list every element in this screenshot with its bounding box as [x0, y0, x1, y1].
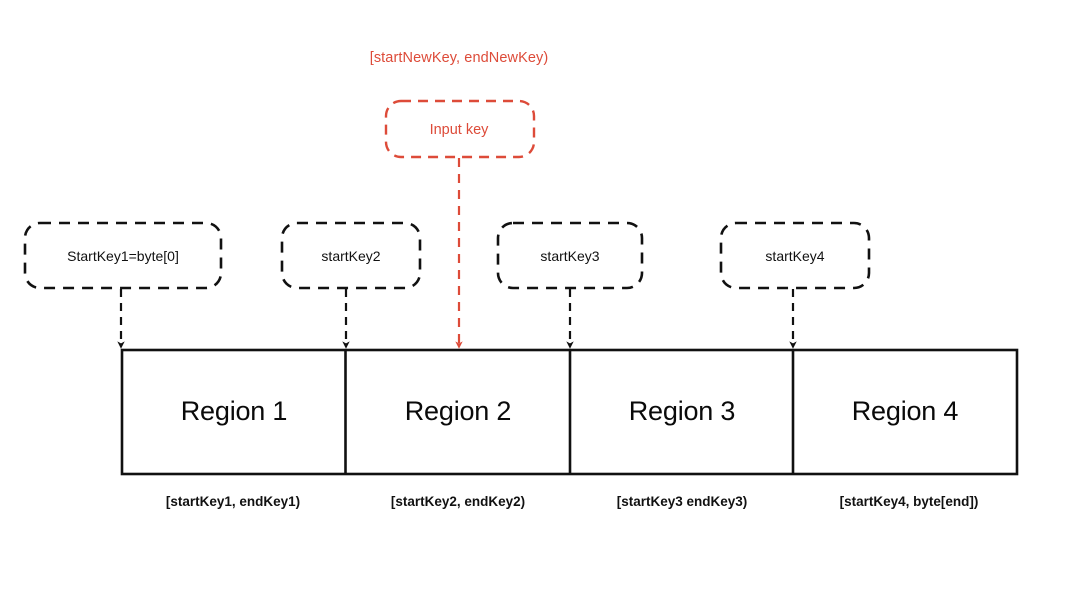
region-4-name: Region 4	[851, 396, 959, 426]
region-1-name: Region 1	[180, 396, 288, 426]
new-key-range-label: [startNewKey, endNewKey)	[369, 50, 549, 66]
region-2-name: Region 2	[404, 396, 512, 426]
region-3-name: Region 3	[628, 396, 736, 426]
input-key-label: Input key	[429, 122, 489, 138]
start-key-3-label: startKey3	[540, 248, 600, 264]
region-3-range: [startKey3 endKey3)	[616, 494, 748, 509]
region-4-range: [startKey4, byte[end])	[839, 494, 979, 509]
start-key-2-label: startKey2	[321, 248, 381, 264]
region-1-range: [startKey1, endKey1)	[165, 494, 301, 509]
start-key-1-label: StartKey1=byte[0]	[67, 248, 179, 264]
start-key-3-box-shape	[496, 221, 644, 290]
input-key-box-shape	[384, 99, 536, 159]
start-key-1-box-shape	[23, 221, 223, 290]
start-key-4-box-shape	[719, 221, 871, 290]
start-key-4-label: startKey4	[765, 248, 825, 264]
region-2-range: [startKey2, endKey2)	[390, 494, 526, 509]
